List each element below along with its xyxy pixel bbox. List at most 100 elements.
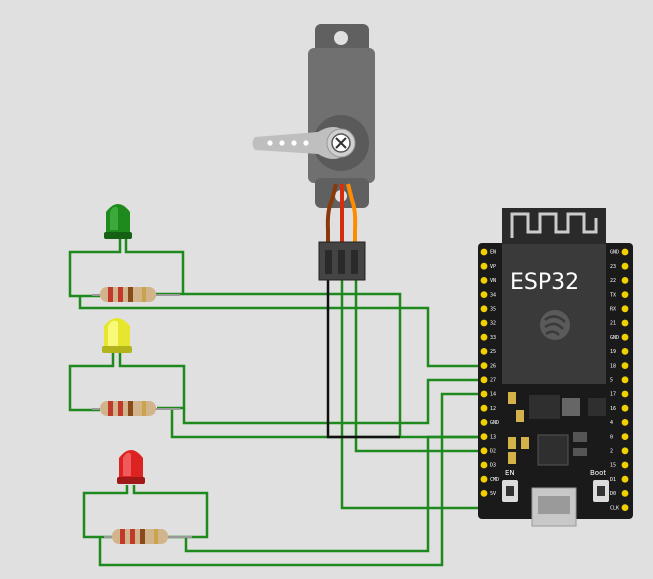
esp32-board[interactable]: ESP32 EN Boot ENVPVN343532332526271412GN… (478, 208, 633, 527)
wire-red-to-esp-a[interactable] (184, 435, 484, 553)
pin-left-en[interactable] (480, 248, 488, 256)
pin-label-left-cmd: CMD (490, 477, 499, 483)
pin-right-17[interactable] (621, 390, 629, 398)
wire-yellow-to-esp-b[interactable] (182, 378, 484, 425)
pin-right-5[interactable] (621, 376, 629, 384)
pin-label-right-18: 18 (610, 363, 616, 369)
servo-mount-hole-top (334, 31, 348, 45)
pin-label-right-19: 19 (610, 349, 616, 355)
servo-cable-gnd (325, 183, 338, 244)
pin-right-19[interactable] (621, 348, 629, 355)
wire-servo-signal[interactable] (340, 278, 484, 510)
pin-label-right-gnd: GND (610, 335, 619, 341)
pin-left-vp[interactable] (480, 262, 488, 270)
pin-label-right-0: 0 (610, 434, 613, 440)
pin-left-32[interactable] (480, 319, 488, 327)
pin-left-vn[interactable] (480, 277, 488, 284)
yellow-led-resistor[interactable] (92, 401, 180, 416)
usb-uart-chip (537, 434, 569, 466)
pin-label-left-13: 13 (490, 434, 496, 440)
pin-right-18[interactable] (621, 362, 629, 369)
pin-right-tx[interactable] (621, 291, 629, 298)
pin-label-left-vn: VN (490, 278, 496, 284)
servo-screw-icon (335, 137, 347, 149)
pin-label-left-en: EN (490, 250, 496, 256)
pin-right-d0[interactable] (621, 490, 629, 497)
red-led-resistor[interactable] (104, 529, 192, 544)
pin-label-right-2: 2 (610, 449, 613, 455)
wire-green-to-esp-b[interactable] (78, 296, 484, 368)
servo-motor[interactable] (252, 24, 376, 281)
pin-left-d2[interactable] (480, 447, 488, 455)
pin-label-left-5v: 5V (490, 491, 496, 497)
pin-left-25[interactable] (480, 348, 488, 355)
pin-right-clk[interactable] (621, 504, 629, 511)
pin-right-22[interactable] (621, 277, 629, 284)
pin-right-d1[interactable] (621, 475, 629, 483)
pin-right-0[interactable] (621, 433, 629, 440)
pin-left-35[interactable] (480, 305, 488, 313)
pin-left-27[interactable] (480, 376, 488, 384)
pin-label-left-14: 14 (490, 392, 496, 398)
pin-label-right-23: 23 (610, 264, 616, 270)
voltage-regulator (529, 395, 560, 419)
pin-label-left-25: 25 (490, 349, 496, 355)
pin-label-left-32: 32 (490, 321, 496, 327)
pin-label-left-gnd: GND (490, 420, 499, 426)
pin-left-d3[interactable] (480, 461, 488, 469)
pin-label-right-d1: D1 (610, 477, 616, 483)
pin-right-2[interactable] (621, 447, 629, 455)
wire-yellow-led-loop[interactable] (68, 352, 115, 412)
wire-yellow-to-esp-a[interactable] (170, 408, 400, 439)
pin-label-right-16: 16 (610, 406, 616, 412)
wire-red-led-cathode[interactable] (132, 485, 209, 539)
pin-label-left-d3: D3 (490, 463, 496, 469)
pin-label-right-clk: CLK (610, 505, 619, 511)
pin-right-4[interactable] (621, 419, 629, 426)
pin-left-13[interactable] (480, 433, 488, 440)
pin-label-left-vp: VP (490, 264, 496, 270)
pin-left-14[interactable] (480, 390, 488, 398)
pin-left-12[interactable] (480, 404, 488, 412)
pin-left-34[interactable] (480, 291, 488, 298)
boot-button-label: Boot (590, 469, 606, 477)
wire-red-to-esp-b[interactable] (98, 392, 484, 567)
green-led[interactable] (104, 204, 132, 239)
pin-label-right-22: 22 (610, 278, 616, 284)
pin-right-gnd[interactable] (621, 333, 629, 341)
pin-label-right-d0: D0 (610, 491, 616, 497)
pin-left-5v[interactable] (480, 490, 488, 497)
pin-left-26[interactable] (480, 362, 488, 369)
pin-right-rx[interactable] (621, 305, 629, 313)
pin-right-23[interactable] (621, 262, 629, 270)
pin-label-left-27: 27 (490, 378, 496, 384)
pin-right-16[interactable] (621, 404, 629, 412)
antenna-trace (510, 212, 598, 238)
pin-label-left-33: 33 (490, 335, 496, 341)
wire-green-led-cathode[interactable] (124, 238, 185, 296)
pin-label-left-d2: D2 (490, 449, 496, 455)
pin-right-gnd[interactable] (621, 248, 629, 256)
pin-label-left-26: 26 (490, 363, 496, 369)
pin-left-cmd[interactable] (480, 475, 488, 483)
green-led-resistor[interactable] (92, 287, 180, 302)
yellow-led[interactable] (102, 318, 132, 353)
pin-label-left-34: 34 (490, 292, 496, 298)
pin-label-right-rx: RX (610, 307, 616, 313)
servo-horn[interactable] (252, 126, 355, 160)
pin-right-21[interactable] (621, 319, 629, 327)
pin-label-right-4: 4 (610, 420, 613, 426)
red-led[interactable] (117, 450, 145, 484)
pin-right-15[interactable] (621, 461, 629, 469)
wire-servo-vcc[interactable] (354, 278, 484, 453)
pin-label-left-35: 35 (490, 307, 496, 313)
pin-left-33[interactable] (480, 333, 488, 341)
wire-servo-gnd[interactable] (326, 278, 400, 439)
wire-red-led-loop[interactable] (82, 485, 129, 539)
pin-left-gnd[interactable] (480, 419, 488, 426)
wire-yellow-led-cathode[interactable] (118, 352, 186, 410)
pin-label-left-12: 12 (490, 406, 496, 412)
pin-label-right-gnd: GND (610, 250, 619, 256)
